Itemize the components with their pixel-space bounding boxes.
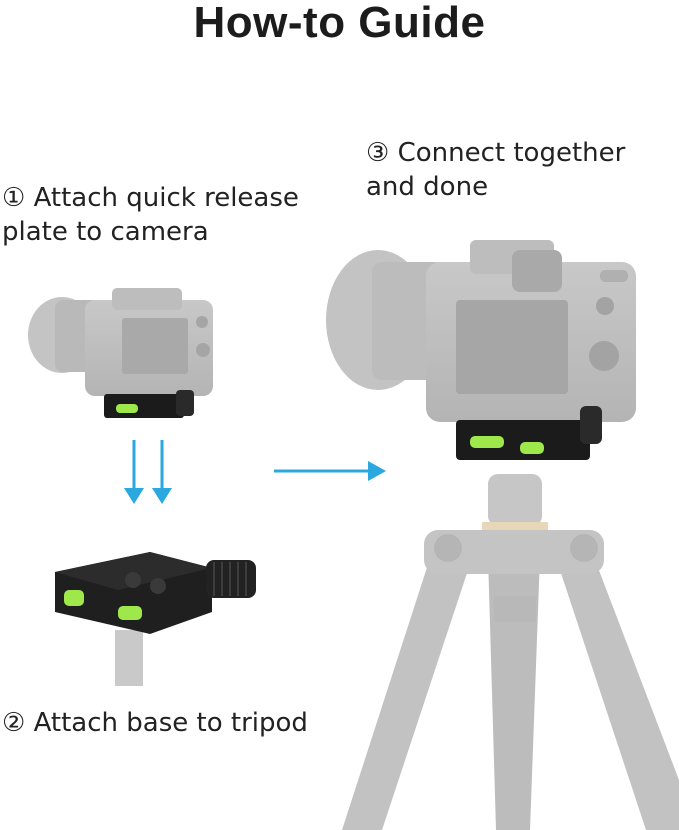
step-2-label: Attach base to tripod xyxy=(33,708,308,738)
tripod-image xyxy=(342,474,679,830)
down-arrow-icon xyxy=(124,440,144,504)
step-3-number: ③ xyxy=(366,138,390,168)
step-1-text: ① Attach quick release plate to camera xyxy=(2,181,332,249)
step-3-label: Connect together and done xyxy=(366,138,626,202)
clamp-base-image xyxy=(55,552,256,686)
small-camera-image xyxy=(28,288,213,396)
step-1-number: ① xyxy=(2,183,26,213)
large-quick-release-plate-image xyxy=(456,406,602,460)
step-2-text: ② Attach base to tripod xyxy=(2,706,362,740)
large-camera-image xyxy=(326,240,636,422)
down-arrow-icon xyxy=(152,440,172,504)
page-title: How-to Guide xyxy=(193,0,486,47)
step-2-number: ② xyxy=(2,708,26,738)
small-quick-release-plate-image xyxy=(104,390,194,418)
step-1-label: Attach quick release plate to camera xyxy=(2,183,299,247)
right-arrow-icon xyxy=(274,461,386,481)
step-3-text: ③ Connect together and done xyxy=(366,136,666,204)
